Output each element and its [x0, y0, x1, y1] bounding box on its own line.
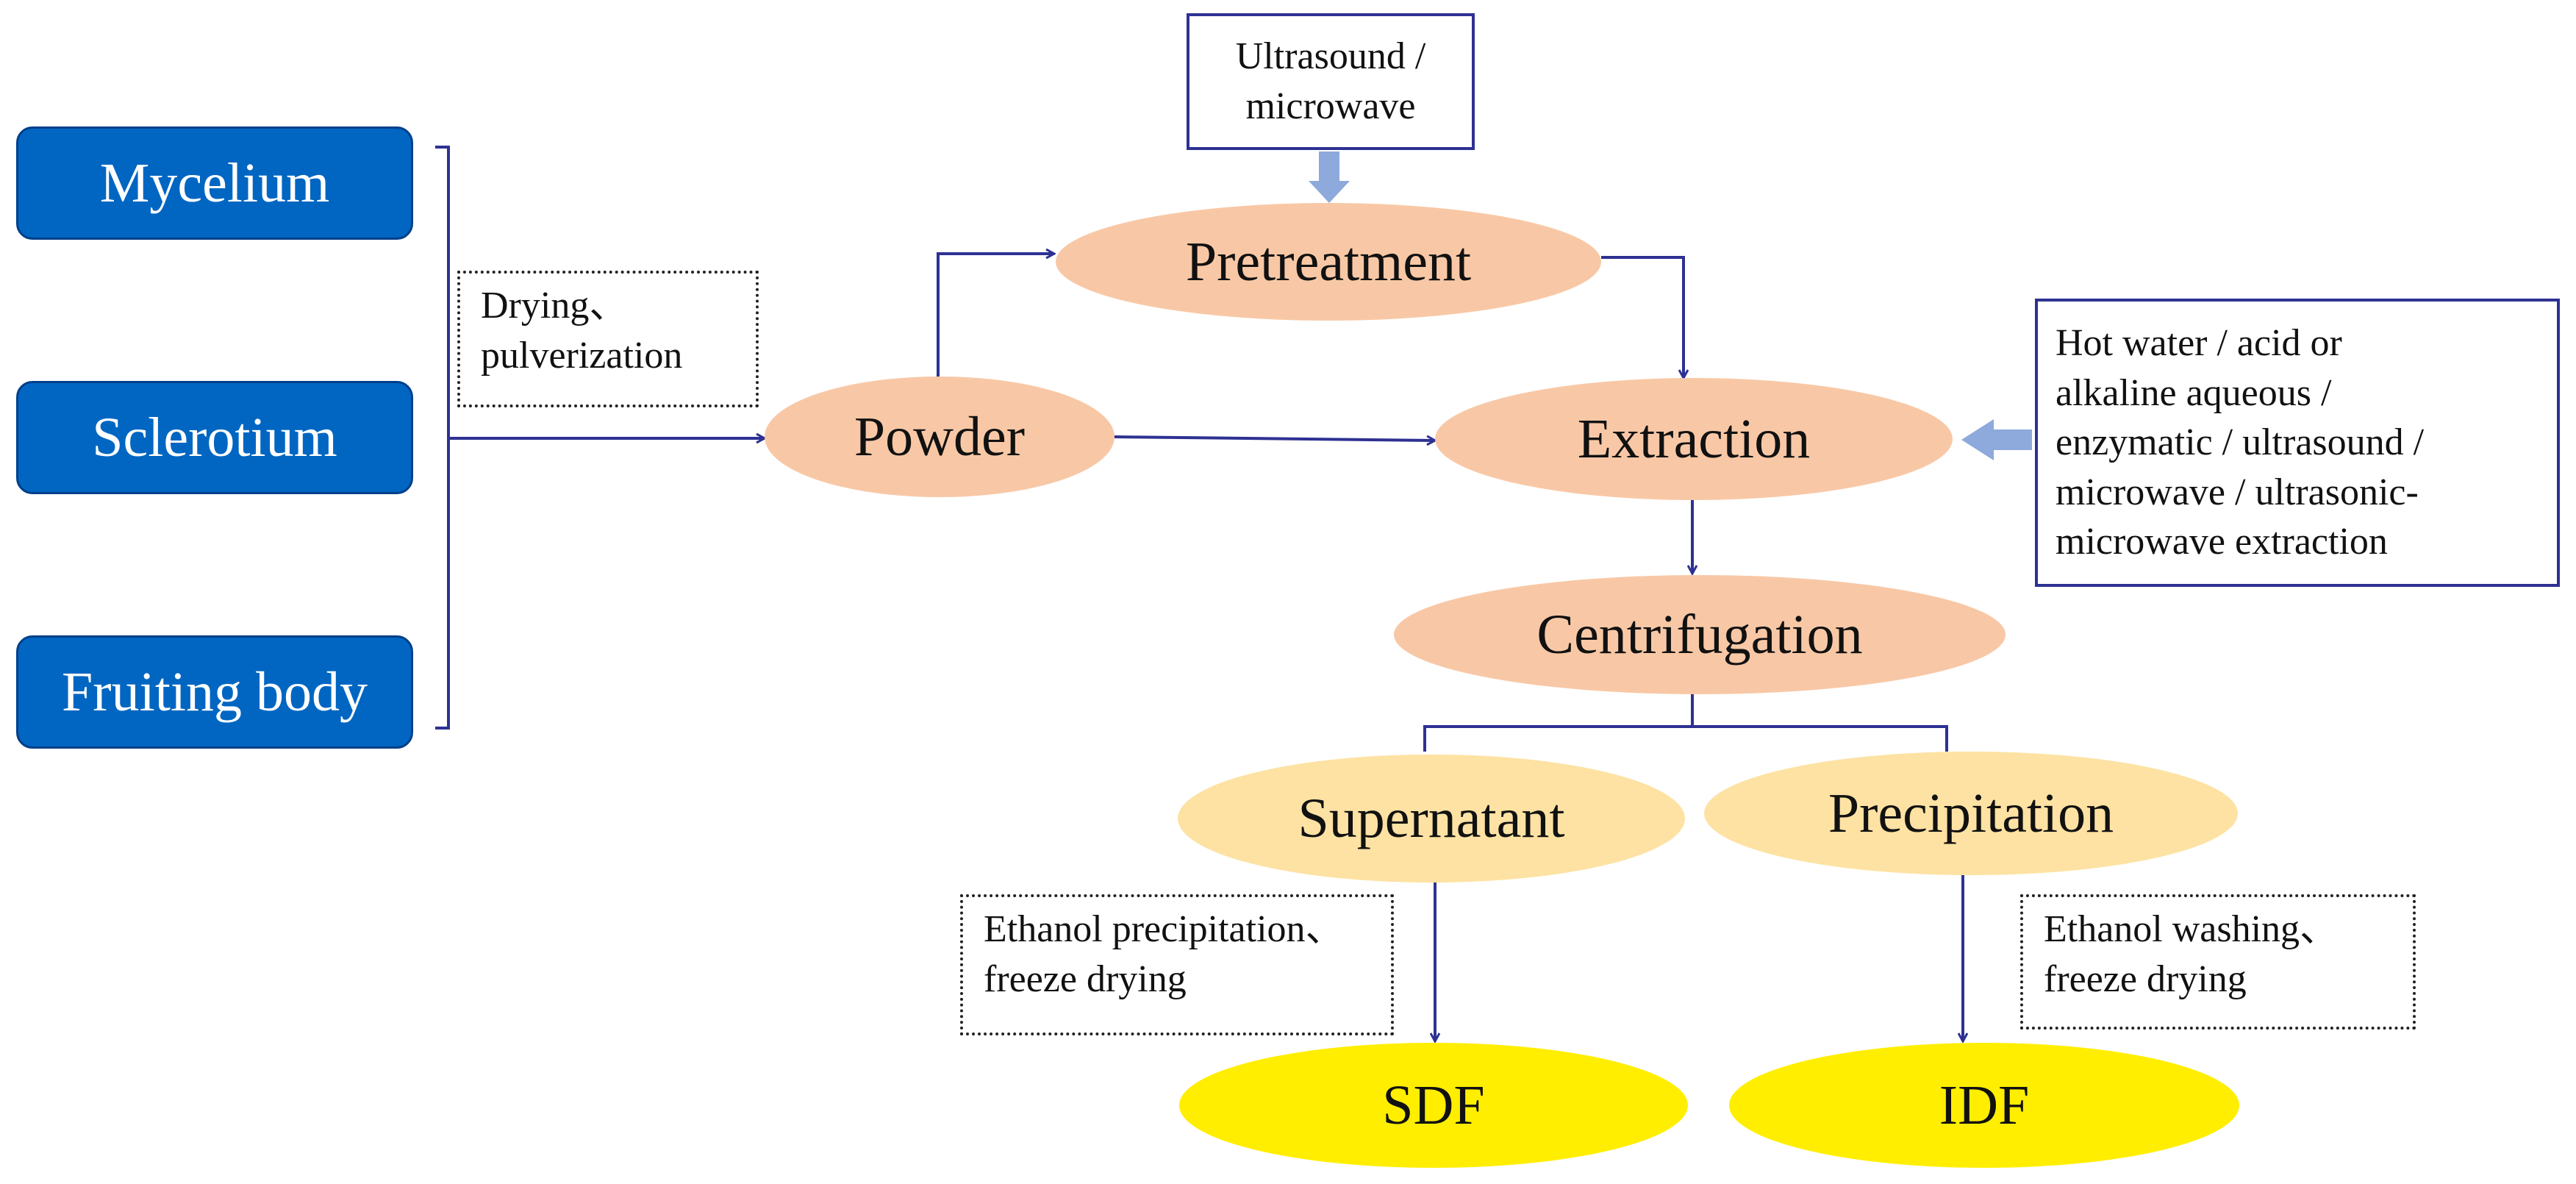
product-idf: IDF: [1729, 1043, 2239, 1168]
arrow-powder-to-pretreatment: [937, 254, 1054, 377]
note-methods-line-1: Hot water / acid or: [2056, 322, 2342, 365]
step-pretreatment: Pretreatment: [1056, 203, 1601, 321]
source-mycelium-label: Mycelium: [99, 151, 330, 214]
step-centrifugation: Centrifugation: [1394, 575, 2006, 694]
step-pretreatment-label: Pretreatment: [1185, 230, 1472, 293]
note-drying: Drying、 pulverization: [457, 271, 759, 407]
fat-arrow-methods: [1961, 419, 2032, 460]
note-ultrasound-line-2: microwave: [1245, 85, 1416, 127]
phase-precipitation: Precipitation: [1704, 752, 2238, 875]
step-extraction: Extraction: [1435, 378, 1953, 500]
step-centrifugation-label: Centrifugation: [1536, 603, 1863, 666]
note-drying-line-2: pulverization: [481, 334, 683, 377]
split-bracket: [1423, 725, 1948, 752]
phase-supernatant: Supernatant: [1178, 755, 1685, 882]
note-ethanol-washing-line-2: freeze drying: [2044, 957, 2247, 1000]
note-ultrasound-line-1: Ultrasound /: [1235, 35, 1426, 78]
product-sdf: SDF: [1179, 1043, 1688, 1168]
note-ethanol-precipitation-line-2: freeze drying: [984, 957, 1187, 1000]
step-powder-label: Powder: [854, 405, 1026, 468]
step-powder: Powder: [765, 377, 1115, 497]
note-methods-line-4: microwave / ultrasonic-: [2056, 471, 2419, 513]
note-extraction-methods: Hot water / acid or alkaline aqueous / e…: [2035, 299, 2560, 587]
note-methods-line-5: microwave extraction: [2056, 521, 2388, 563]
arrow-pretreatment-to-extraction: [1601, 256, 1684, 378]
source-sclerotium-label: Sclerotium: [92, 406, 337, 468]
source-bracket: [435, 146, 450, 730]
source-mycelium: Mycelium: [16, 126, 413, 240]
product-idf-label: IDF: [1939, 1074, 2030, 1136]
phase-supernatant-label: Supernatant: [1298, 787, 1565, 849]
note-ethanol-precipitation: Ethanol precipitation、 freeze drying: [960, 894, 1394, 1035]
note-ethanol-washing: Ethanol washing、 freeze drying: [2020, 894, 2416, 1030]
step-extraction-label: Extraction: [1577, 407, 1811, 470]
source-sclerotium: Sclerotium: [16, 381, 413, 494]
note-methods-line-3: enzymatic / ultrasound /: [2056, 421, 2425, 464]
source-fruiting-body: Fruiting body: [16, 635, 413, 749]
note-ultrasound: Ultrasound / microwave: [1187, 13, 1475, 150]
note-ethanol-washing-line-1: Ethanol washing、: [2044, 908, 2339, 950]
note-methods-line-2: alkaline aqueous /: [2056, 371, 2332, 414]
arrow-powder-to-extraction: [1114, 437, 1435, 441]
note-drying-line-1: Drying、: [481, 285, 628, 327]
source-fruiting-body-label: Fruiting body: [62, 660, 368, 723]
phase-precipitation-label: Precipitation: [1828, 782, 2114, 844]
note-ethanol-precipitation-line-1: Ethanol precipitation、: [984, 908, 1344, 950]
product-sdf-label: SDF: [1382, 1074, 1485, 1136]
fat-arrow-ultrasound: [1309, 151, 1350, 203]
